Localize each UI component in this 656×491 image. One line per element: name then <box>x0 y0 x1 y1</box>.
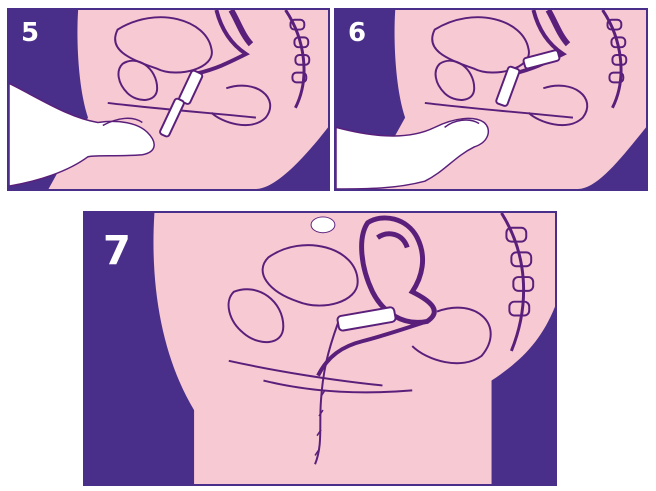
hand-inserting-applicator-illustration <box>9 10 328 189</box>
step-number: 5 <box>21 20 39 46</box>
applicator-plunger-pressed-illustration <box>336 10 646 189</box>
step-number: 6 <box>348 20 366 46</box>
step-7-panel: 7 <box>83 211 557 486</box>
step-5-panel: 5 <box>7 8 330 191</box>
step-6-panel: 6 <box>334 8 648 191</box>
step-number: 7 <box>103 231 131 271</box>
tampon-in-place-with-string-illustration <box>85 213 555 484</box>
